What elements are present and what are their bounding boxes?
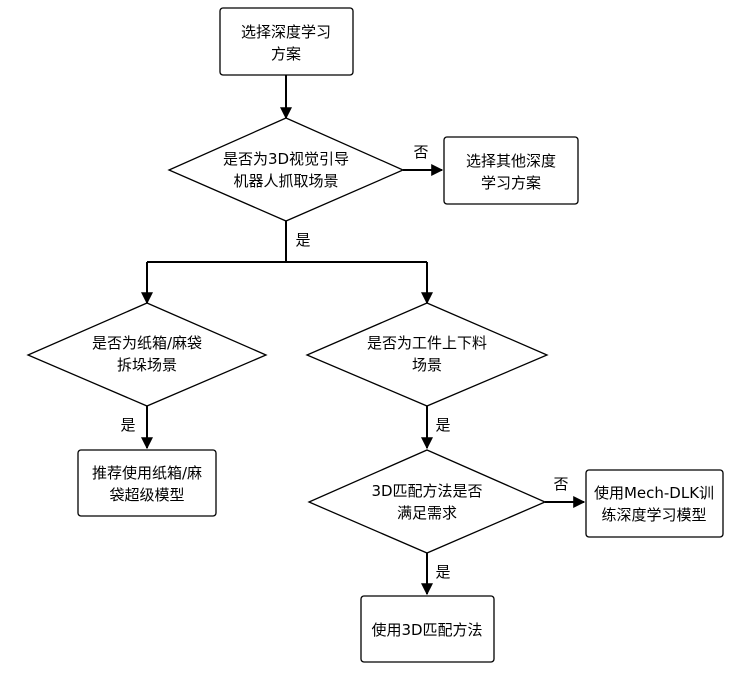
edge-label-q3-yes: 是 <box>435 416 450 434</box>
decision-carton-bag-line-2: 拆垛场景 <box>117 356 177 374</box>
node-start-line-1: 选择深度学习 <box>241 23 331 41</box>
node-recommend-super-model-line-1: 推荐使用纸箱/麻 <box>92 464 202 482</box>
edge-label-q1-no: 否 <box>413 143 428 161</box>
node-use-3d-match-line-1: 使用3D匹配方法 <box>371 621 482 639</box>
decision-3d-match: 3D匹配方法是否 满足需求 <box>307 449 547 554</box>
decision-3d-guided: 是否为3D视觉引导 机器人抓取场景 <box>167 117 405 222</box>
node-train-dlk-line-1: 使用Mech-DLK训 <box>594 484 714 502</box>
node-other-solution-line-2: 学习方案 <box>481 174 541 192</box>
decision-3d-match-line-2: 满足需求 <box>397 504 457 522</box>
node-train-dlk: 使用Mech-DLK训 练深度学习模型 <box>585 469 724 538</box>
edge-label-q2-yes: 是 <box>120 416 135 434</box>
decision-workpiece-line-1: 是否为工件上下料 <box>367 334 487 352</box>
node-start-line-2: 方案 <box>271 45 301 63</box>
edge-label-q4-yes: 是 <box>435 563 450 581</box>
edge-label-q4-no: 否 <box>553 475 568 493</box>
node-other-solution: 选择其他深度 学习方案 <box>443 136 579 205</box>
node-train-dlk-line-2: 练深度学习模型 <box>601 506 706 524</box>
edge-label-q1-yes: 是 <box>295 231 310 249</box>
node-recommend-super-model: 推荐使用纸箱/麻 袋超级模型 <box>77 449 217 517</box>
node-use-3d-match: 使用3D匹配方法 <box>360 595 495 663</box>
decision-workpiece: 是否为工件上下料 场景 <box>305 302 549 407</box>
connectors <box>141 75 586 596</box>
decision-3d-guided-line-1: 是否为3D视觉引导 <box>223 150 349 168</box>
decision-carton-bag: 是否为纸箱/麻袋 拆垛场景 <box>26 302 268 407</box>
node-other-solution-line-1: 选择其他深度 <box>466 152 556 170</box>
node-start: 选择深度学习 方案 <box>219 7 354 76</box>
decision-workpiece-line-2: 场景 <box>412 356 442 374</box>
edge-labels: 否 是 是 是 否 是 <box>120 143 568 581</box>
decision-3d-guided-line-2: 机器人抓取场景 <box>233 172 338 190</box>
node-recommend-super-model-line-2: 袋超级模型 <box>109 486 184 504</box>
decision-carton-bag-line-1: 是否为纸箱/麻袋 <box>92 334 202 352</box>
decision-3d-match-line-1: 3D匹配方法是否 <box>371 482 482 500</box>
